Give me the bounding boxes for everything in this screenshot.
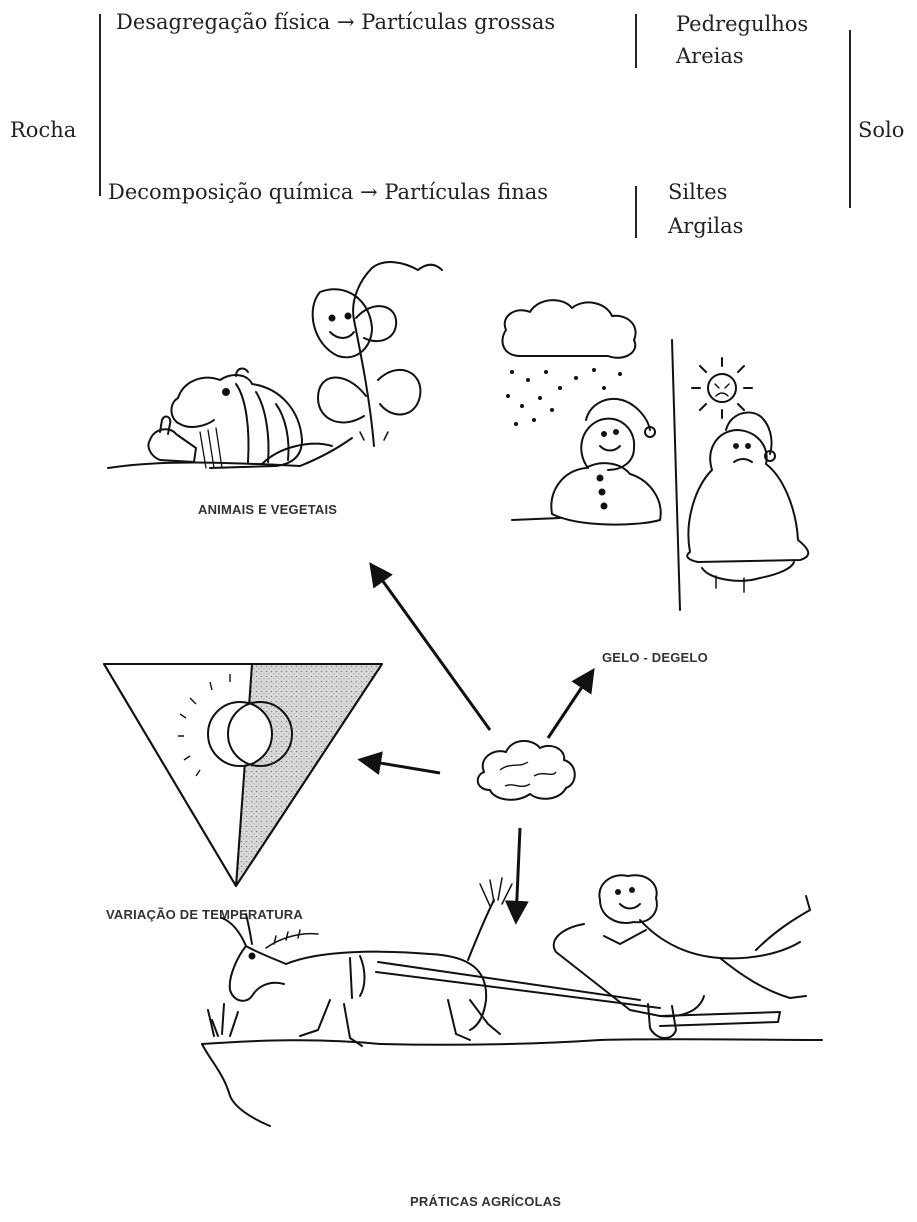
day-half [104, 664, 252, 886]
arrow-to-agriculture [516, 828, 520, 920]
rock-fragment-icon [478, 741, 575, 800]
scheme-brackets [100, 14, 850, 238]
process-arrows [362, 566, 592, 920]
arrow-to-animals-plants [372, 566, 490, 730]
temperature-illustration [104, 664, 382, 886]
animals-plants-illustration [108, 262, 442, 468]
arrow-to-temperature [362, 760, 440, 773]
agriculture-illustration [202, 875, 822, 1126]
arrow-to-freeze-thaw [548, 672, 592, 738]
snow-dots [506, 368, 622, 426]
freeze-thaw-illustration [502, 300, 808, 610]
